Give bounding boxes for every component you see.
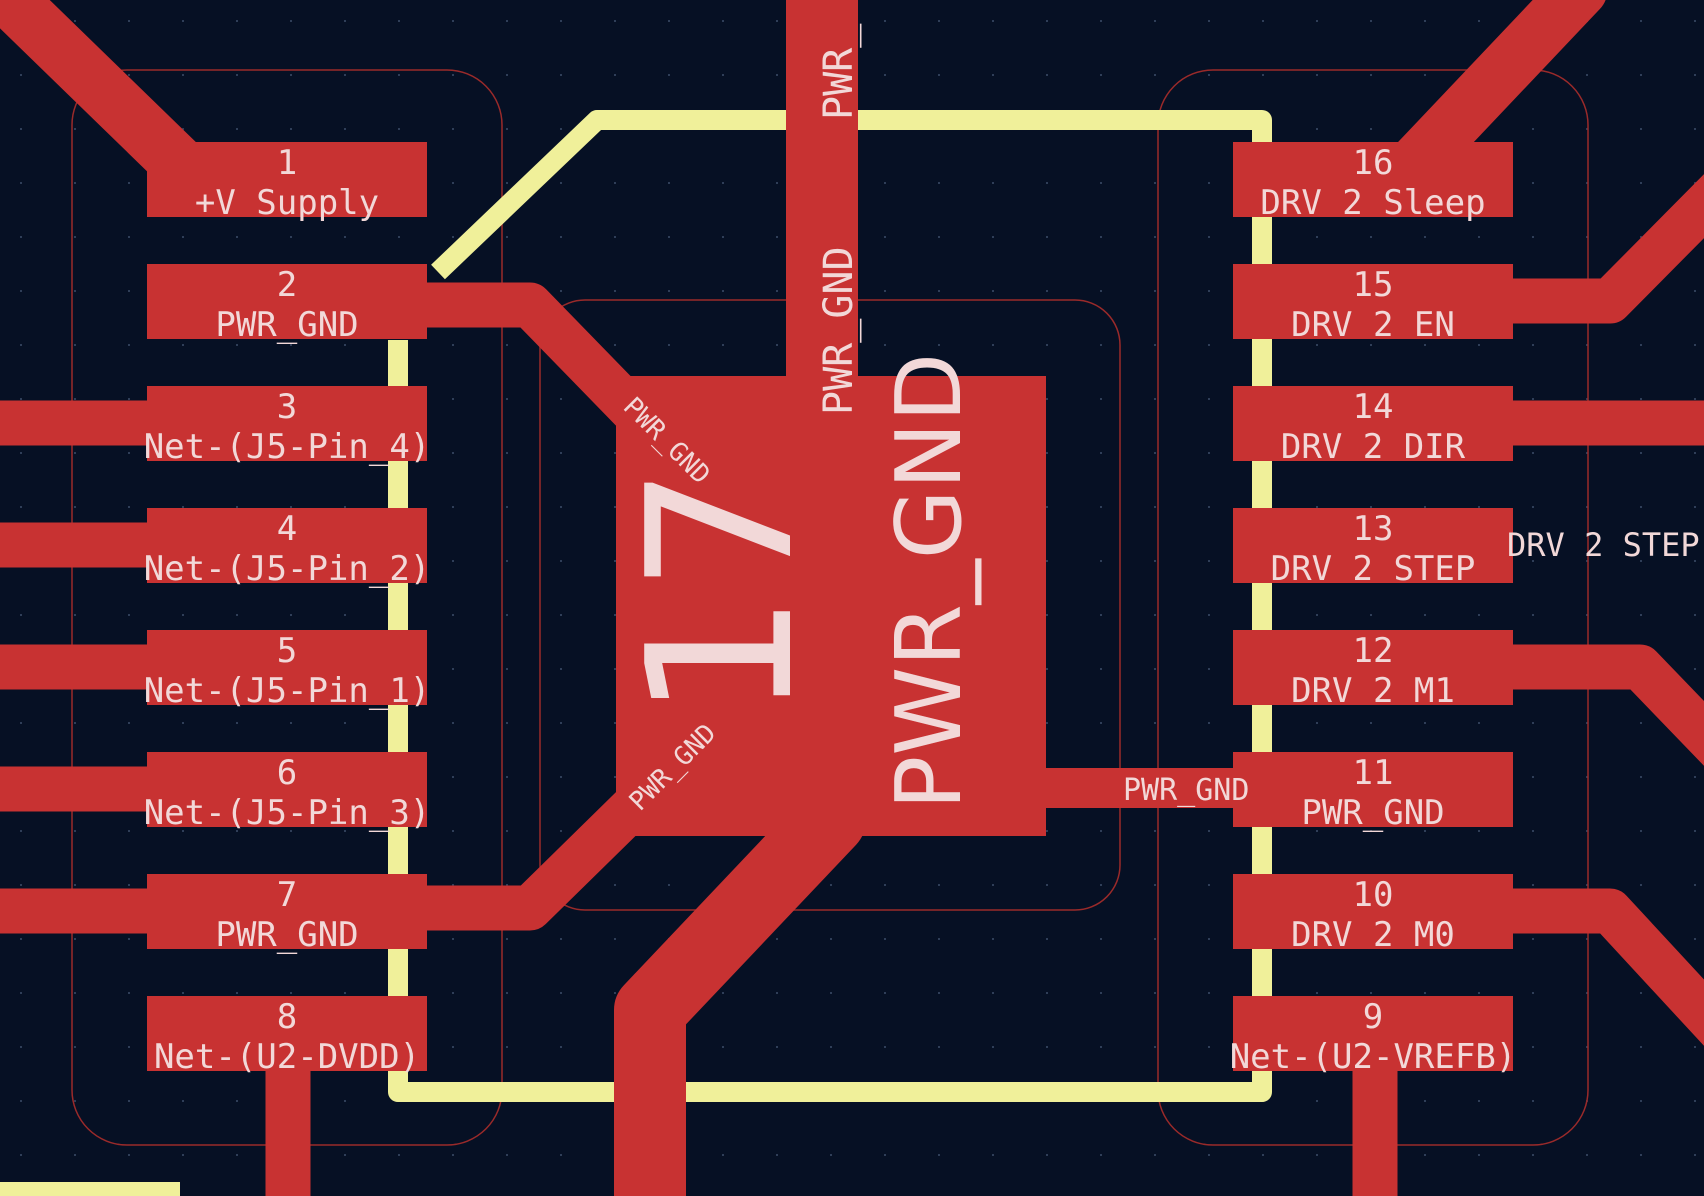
pin-number: 4: [277, 509, 297, 549]
pad-shape: [1233, 996, 1513, 1071]
top-track-label: PWR_GND: [816, 246, 862, 415]
pin-number: 9: [1363, 997, 1383, 1037]
thermal-pad: [616, 376, 1046, 836]
pin-number: 11: [1353, 753, 1394, 793]
pin-number: 13: [1353, 509, 1394, 549]
pad-shape: [1233, 630, 1513, 705]
left-pads: 1+V Supply2PWR_GND3Net-(J5-Pin_4)4Net-(J…: [144, 142, 431, 1077]
silkscreen-outline: [0, 110, 1272, 1196]
pin-net-label: Net-(J5-Pin_1): [144, 671, 431, 711]
pin-net-label: DRV 2 EN: [1291, 305, 1455, 345]
track-m0: [1467, 888, 1704, 1046]
pin-number: 3: [277, 387, 297, 427]
pin-net-label: PWR_GND: [1301, 793, 1444, 833]
track-en: [1467, 174, 1704, 324]
pin-number: 15: [1353, 265, 1394, 305]
thermal-pad-net: PWR_GND: [877, 353, 982, 810]
step-track-label: DRV 2 STEP: [1507, 526, 1700, 564]
pin-net-label: DRV 2 M1: [1291, 671, 1455, 711]
left-pad-1: 1+V Supply: [147, 142, 427, 223]
top-track-cut-label: PWR_: [816, 23, 862, 120]
pad-shape: [1233, 386, 1513, 461]
pin-net-label: DRV 2 DIR: [1281, 427, 1466, 467]
pad-shape: [147, 508, 427, 583]
pin-number: 12: [1353, 631, 1394, 671]
pin-number: 7: [277, 875, 297, 915]
track-gnd-bottom: [614, 784, 866, 1196]
pad-shape: [1233, 264, 1513, 339]
pin-net-label: Net-(J5-Pin_2): [144, 549, 431, 589]
pin-net-label: Net-(J5-Pin_3): [144, 793, 431, 833]
pad-shape: [147, 386, 427, 461]
pin-number: 6: [277, 753, 297, 793]
pad-shape: [147, 630, 427, 705]
left-courtyard: [71, 69, 503, 1146]
right-courtyard: [1157, 69, 1589, 1146]
pin-net-label: Net-(U2-VREFB): [1230, 1037, 1517, 1077]
pin-number: 8: [277, 997, 297, 1037]
pad-shape: [147, 996, 427, 1071]
track-m1: [1467, 644, 1704, 766]
thermal-pad-number: 17: [605, 466, 838, 721]
track-vsupply: [0, 0, 208, 193]
pin-number: 10: [1353, 875, 1394, 915]
pad-shape: [1233, 874, 1513, 949]
pad-right-track-label: PWR_GND: [1123, 773, 1249, 808]
pin-net-label: PWR_GND: [215, 305, 358, 345]
pin-number: 1: [277, 143, 297, 183]
pin-number: 5: [277, 631, 297, 671]
pin-net-label: Net-(U2-DVDD): [154, 1037, 420, 1077]
pin-net-label: DRV 2 STEP: [1271, 549, 1476, 589]
pin-number: 2: [277, 265, 297, 305]
pad-shape: [1233, 508, 1513, 583]
pad-shape: [147, 752, 427, 827]
pin-net-label: PWR_GND: [215, 915, 358, 955]
pad-shape: [1233, 752, 1513, 827]
pin-net-label: +V Supply: [195, 183, 379, 223]
pin-net-label: DRV 2 M0: [1291, 915, 1455, 955]
track-pin7-gnd: [397, 777, 663, 931]
pin-number: 14: [1353, 387, 1394, 427]
pad-shape: [1233, 142, 1513, 217]
pin-net-label: DRV 2 Sleep: [1260, 183, 1485, 223]
pad-shape: [147, 142, 427, 217]
pin-net-label: Net-(J5-Pin_4): [144, 427, 431, 467]
pad-shape: [147, 874, 427, 949]
pin-number: 16: [1353, 143, 1394, 183]
pad-shape: [147, 264, 427, 339]
track-pin2-gnd: [397, 282, 663, 441]
